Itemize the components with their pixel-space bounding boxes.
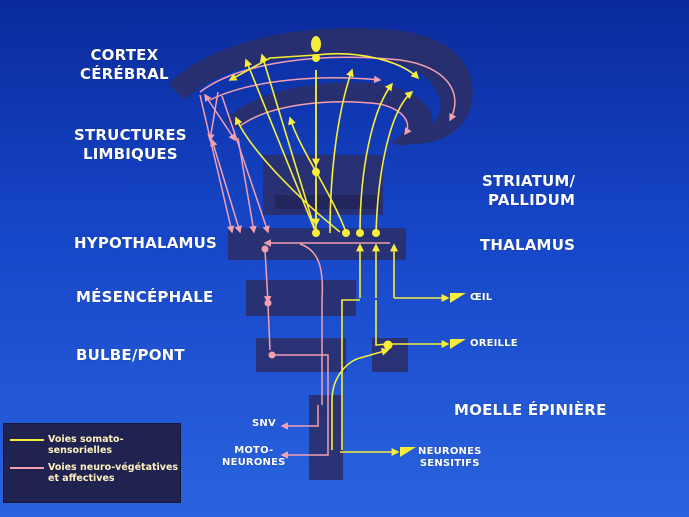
cortex-label: CORTEX CÉRÉBRAL xyxy=(80,46,169,83)
thalamus-label: THALAMUS xyxy=(480,236,576,254)
mesencephale-structure xyxy=(246,280,356,316)
striatum-label: STRIATUM/ PALLIDUM xyxy=(482,172,576,209)
bulbe-label: BULBE/PONT xyxy=(76,346,185,364)
oeil-receptor-icon xyxy=(450,293,466,303)
oeil-label: ŒIL xyxy=(470,292,493,303)
sensory-receptor-icon xyxy=(400,447,416,457)
legend-neuro-label: Voies neuro-végétatives et affectives xyxy=(48,462,179,484)
legend-somato-swatch xyxy=(10,439,44,441)
hypothalamus-label: HYPOTHALAMUS xyxy=(74,234,218,252)
oreille-label: OREILLE xyxy=(470,338,518,349)
legend-neuro-swatch xyxy=(10,467,44,469)
legend-somato-label: Voies somato-sensorielles xyxy=(48,434,124,456)
limbic-structure xyxy=(225,82,433,146)
limbic-label: STRUCTURES LIMBIQUES xyxy=(74,126,187,163)
thalamus-structure xyxy=(278,228,406,260)
oreille-receptor-icon xyxy=(450,339,466,349)
mesencephale-label: MÉSENCÉPHALE xyxy=(76,288,214,306)
legend: Voies somato-sensorielles Voies neuro-vé… xyxy=(3,423,181,503)
moelle-label: MOELLE ÉPINIÈRE xyxy=(454,401,607,419)
snv-label: SNV xyxy=(252,418,276,429)
neurones-sensitifs-label: NEURONES SENSITIFS xyxy=(418,446,482,469)
cortex-structure xyxy=(168,28,473,144)
motoneurones-label: MOTO- NEURONES xyxy=(222,445,286,468)
hypothalamus-structure xyxy=(228,228,278,260)
spinal-cord-structure xyxy=(309,395,343,480)
